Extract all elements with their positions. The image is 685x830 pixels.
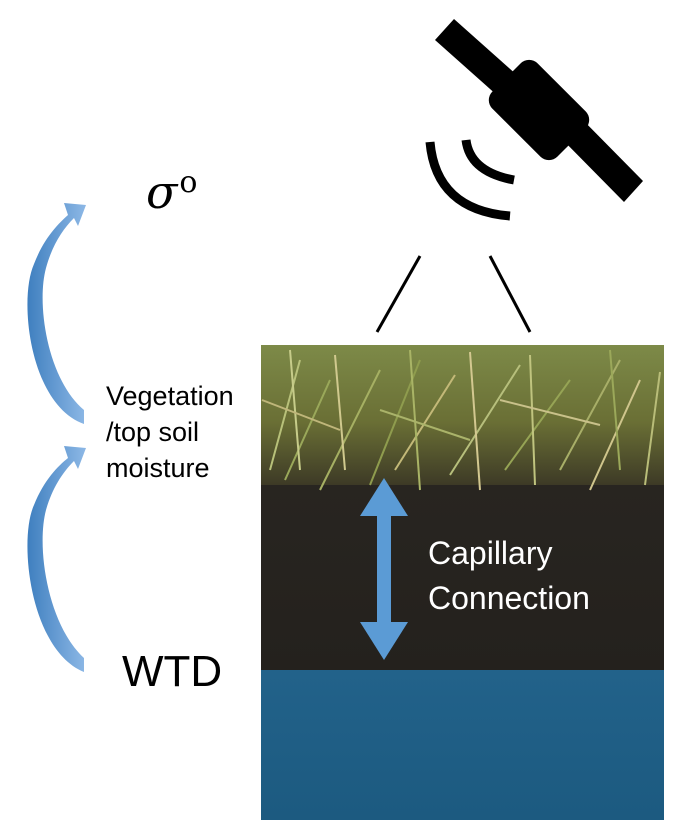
curved-arrow-upper bbox=[27, 203, 86, 424]
capillary-connection-label: Capillary Connection bbox=[428, 531, 590, 621]
satellite-icon bbox=[435, 19, 643, 202]
vegetation-line-1: Vegetation bbox=[106, 381, 234, 411]
curved-arrow-lower bbox=[27, 446, 86, 672]
vegetation-soil-moisture-label: Vegetation /top soil moisture bbox=[106, 378, 266, 486]
soil-profile bbox=[261, 345, 664, 820]
sigma-superscript: o bbox=[179, 165, 198, 200]
signal-waves-icon bbox=[425, 139, 515, 221]
vegetation-line-2: /top soil bbox=[106, 417, 200, 447]
grass-blades bbox=[261, 349, 661, 491]
capillary-line-1: Capillary bbox=[428, 535, 553, 571]
capillary-line-2: Connection bbox=[428, 580, 590, 616]
capillary-arrow bbox=[360, 478, 408, 660]
grass-layer bbox=[261, 345, 664, 485]
wtd-label: WTD bbox=[122, 647, 223, 696]
water-table-layer bbox=[261, 670, 664, 820]
vegetation-line-3: moisture bbox=[106, 453, 210, 483]
sigma-symbol: σ bbox=[146, 165, 178, 219]
view-line-left bbox=[375, 255, 422, 333]
view-line-right bbox=[488, 255, 532, 333]
sigma-naught-label: σo bbox=[146, 165, 198, 216]
